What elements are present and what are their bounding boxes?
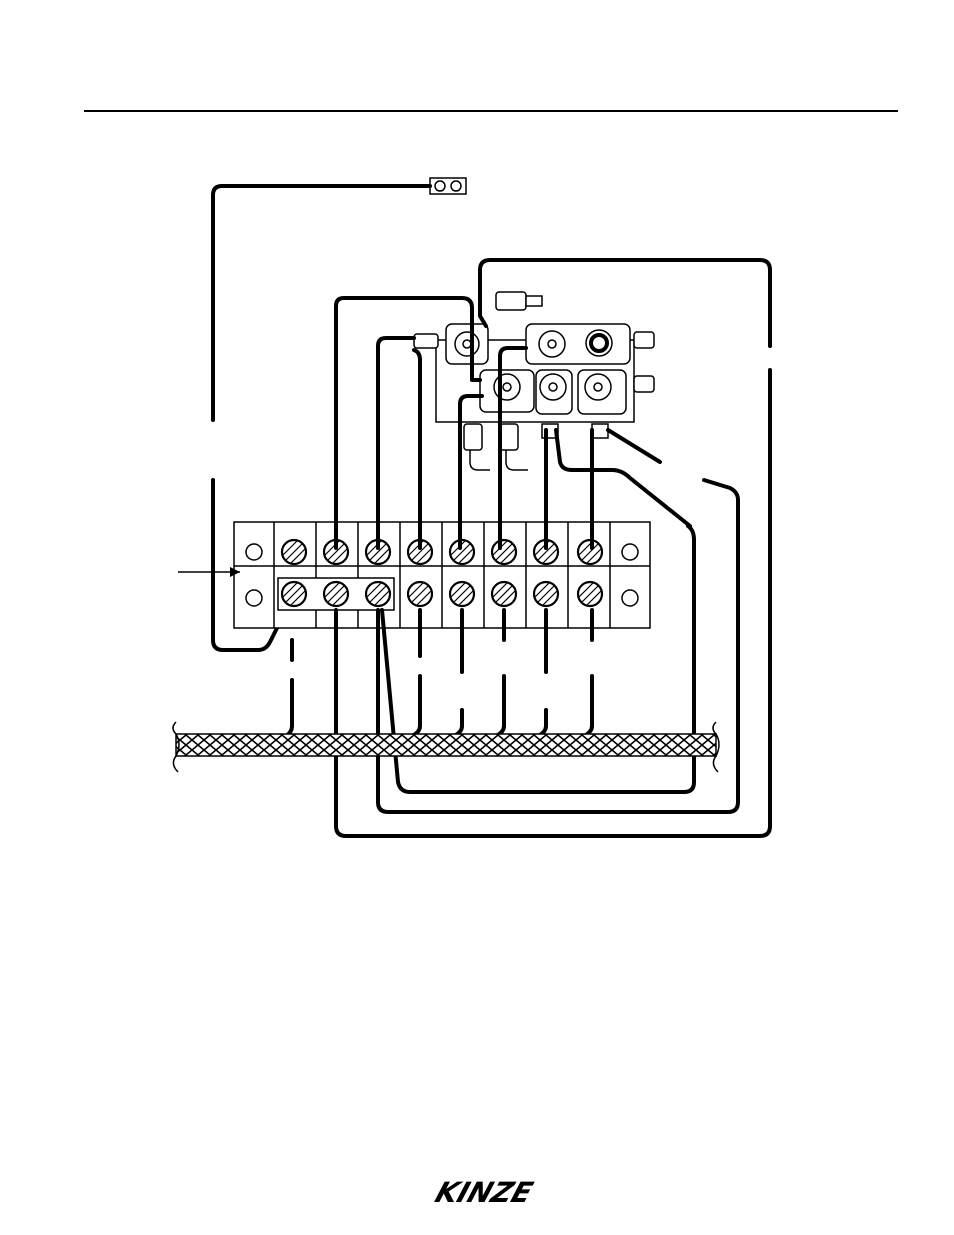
terminal-screw-lower-3 <box>366 582 390 606</box>
terminal-screw-lower-4 <box>408 582 432 606</box>
two-pin-connector-icon <box>430 178 466 194</box>
wire-harness-1 <box>286 640 292 736</box>
terminal-screw-lower-2 <box>324 582 348 606</box>
terminal-screw-lower-7 <box>534 582 558 606</box>
wire-9 <box>608 430 660 462</box>
wire-harness-4 <box>496 610 504 736</box>
wire-harness-3 <box>454 610 462 736</box>
wire-harness-2 <box>412 610 420 736</box>
logo-text: KINZE <box>431 1176 537 1206</box>
hydraulic-valve-block-icon <box>414 292 654 470</box>
kinze-logo: KINZE <box>430 1176 550 1206</box>
terminal-block <box>234 522 650 628</box>
terminal-screw-upper-1 <box>282 540 306 564</box>
terminal-screw-upper-6 <box>492 540 516 564</box>
wire-2 <box>378 338 414 420</box>
terminal-screw-lower-1 <box>282 582 306 606</box>
terminal-screw-lower-5 <box>450 582 474 606</box>
wire-harness-6 <box>584 610 592 736</box>
wire-10 <box>556 430 690 526</box>
terminal-screw-lower-6 <box>492 582 516 606</box>
braided-harness-icon <box>173 722 719 772</box>
terminal-screw-lower-8 <box>578 582 602 606</box>
wire-3 <box>414 350 420 548</box>
wire-harness-5 <box>538 610 546 736</box>
